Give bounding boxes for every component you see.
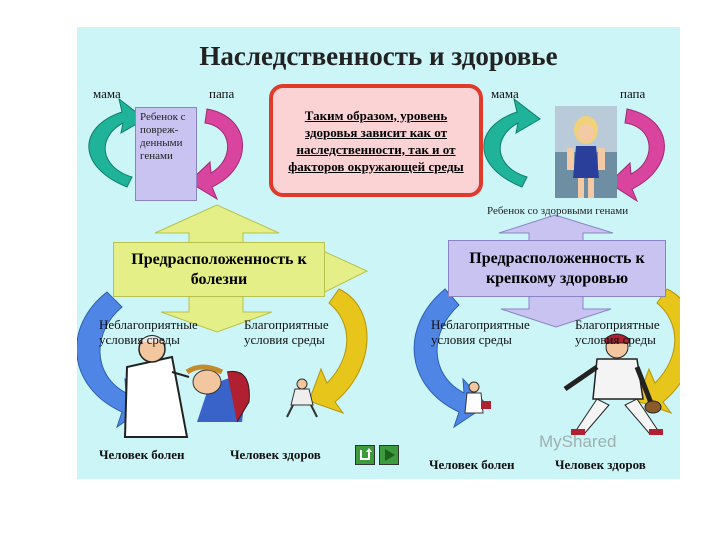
magenta-arrow-left xyxy=(188,108,243,201)
right-papa-label: папа xyxy=(620,86,646,101)
healthy-child-photo xyxy=(555,106,617,198)
left-horizontal-arrow xyxy=(322,250,369,294)
diagram-arrows xyxy=(77,97,680,438)
left-favorable-label: Благоприятные условия среды xyxy=(244,317,329,347)
left-unfavorable-label: Неблагоприятные условия среды xyxy=(99,317,198,347)
left-sick-label: Человек болен xyxy=(99,447,185,462)
teal-arrow-right xyxy=(483,97,541,188)
watermark: MyShared xyxy=(539,432,617,451)
yellow-arrow-left xyxy=(308,288,368,415)
magenta-arrow-right xyxy=(608,108,665,203)
return-button[interactable] xyxy=(355,445,375,465)
doctor-patient-illustration xyxy=(123,335,250,438)
small-baseball-player-left xyxy=(286,378,318,418)
healthy-child-caption: Ребенок со здоровыми генами xyxy=(487,205,629,217)
baseball-player-illustration xyxy=(563,333,663,435)
left-healthy-label: Человек здоров xyxy=(230,447,321,462)
predisposition-health-box: Предрасположенность к крепкому здоровью xyxy=(448,240,666,297)
right-healthy-label: Человек здоров xyxy=(555,457,646,472)
right-unfavorable-label: Неблагоприятные условия среды xyxy=(431,317,530,347)
right-sick-label: Человек болен xyxy=(429,457,515,472)
right-mama-label: мама xyxy=(491,86,519,101)
left-papa-label: папа xyxy=(209,86,235,101)
conclusion-box: Таким образом, уровень здоровья зависит … xyxy=(269,84,483,197)
next-icon xyxy=(385,449,395,461)
teal-arrow-left xyxy=(88,97,146,188)
page-title: Наследственность и здоровье xyxy=(199,41,558,71)
right-vertical-arrow xyxy=(498,214,614,242)
left-down-arrow xyxy=(160,294,273,333)
small-doctor-right xyxy=(464,381,491,414)
left-mama-label: мама xyxy=(93,86,121,101)
right-favorable-label: Благоприятные условия среды xyxy=(575,317,660,347)
slide: Наследственность и здоровье xyxy=(77,27,680,479)
predisposition-disease-box: Предрасположенность к болезни xyxy=(113,242,325,297)
right-down-arrow xyxy=(500,294,612,328)
damaged-genes-child-box: Ребенок с повреж-денными генами xyxy=(135,107,197,201)
yellow-arrow-right xyxy=(636,288,680,415)
return-icon xyxy=(360,448,372,460)
next-button[interactable] xyxy=(379,445,399,465)
